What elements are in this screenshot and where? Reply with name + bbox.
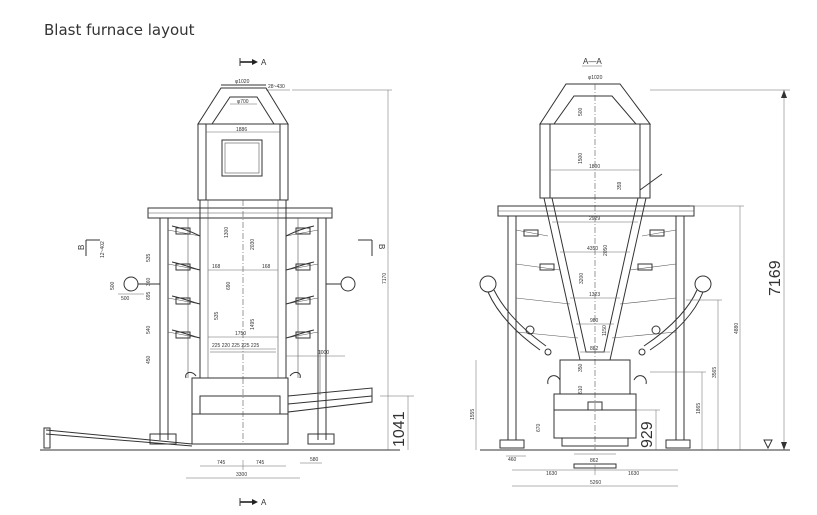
right-w1630b-label: 1630: [628, 471, 639, 477]
right-w460-label: 460: [508, 457, 517, 463]
right-h3200-label: 3200: [579, 273, 585, 284]
left-side-535-label: 535: [146, 253, 152, 262]
section-a-top-label: A: [261, 58, 267, 67]
left-tuyere-row-label: 225 220 225 225 225: [212, 343, 259, 349]
right-w4350-label: 4350: [587, 246, 598, 252]
left-h535-label: 535: [214, 311, 220, 320]
section-aa-label: A—A: [583, 57, 602, 66]
left-top-dia-label: φ1020: [235, 79, 250, 85]
right-h670-label: 670: [536, 423, 542, 432]
right-h3565-label: 3565: [712, 367, 718, 378]
diagram-title: Blast furnace layout: [44, 21, 195, 39]
left-h7170-label: 7170: [382, 273, 388, 284]
left-w3300-label: 3300: [236, 472, 247, 478]
left-h1495-label: 1495: [250, 319, 256, 330]
left-elevation-view: A φ1020 28~430 φ700 1886 1300 2030 168 1…: [40, 58, 414, 507]
right-w1800-label: 1800: [589, 164, 600, 170]
left-w580-label: 580: [310, 457, 319, 463]
right-w1630a-label: 1630: [546, 471, 557, 477]
left-w745b-label: 745: [256, 460, 265, 466]
right-h2050-label: 2050: [603, 245, 609, 256]
left-side-360-label: 360: [146, 277, 152, 286]
right-w882-label: 882: [590, 346, 599, 352]
left-side-540-label: 540: [146, 325, 152, 334]
right-top-dia-label: φ1020: [588, 75, 603, 81]
right-w5260-label: 5260: [590, 480, 601, 486]
left-h2030-label: 2030: [250, 239, 256, 250]
left-side-695-label: 695: [146, 291, 152, 300]
section-b-right-label: B: [377, 244, 386, 249]
left-w168b-label: 168: [262, 264, 271, 270]
right-h929-label: 929: [639, 421, 656, 448]
left-h1041-label: 1041: [391, 411, 408, 447]
right-w1323-label: 1323: [589, 292, 600, 298]
left-w168a-label: 168: [212, 264, 221, 270]
section-a-bottom-label: A: [261, 498, 267, 507]
left-offset-1000-label: 1000: [318, 350, 329, 356]
left-w500-label: 500: [121, 296, 130, 302]
right-w1150-label: 1150: [602, 325, 608, 336]
left-h1300-label: 1300: [224, 227, 230, 238]
left-w1750-label: 1750: [235, 331, 246, 337]
right-h7169-label: 7169: [767, 260, 784, 296]
right-w2929-label: 2929: [589, 216, 600, 222]
right-h4880-label: 4880: [734, 323, 740, 334]
section-b-left-label: B: [77, 245, 86, 250]
left-w745a-label: 745: [217, 460, 226, 466]
right-section-view: A—A φ1020 500 1500 1800 359 2929 4350 20…: [470, 57, 790, 487]
left-ring-label: 12~402: [100, 241, 106, 258]
left-top-side-label: 28~430: [268, 84, 285, 90]
left-h690-label: 690: [226, 281, 232, 290]
right-h1865-label: 1865: [696, 403, 702, 414]
right-h350-label: 350: [578, 363, 584, 372]
right-h1555-label: 1555: [470, 409, 476, 420]
right-w862-label: 862: [590, 458, 599, 464]
left-top-inner-label: φ700: [237, 99, 249, 105]
left-side-450-label: 450: [146, 355, 152, 364]
right-h610-label: 610: [578, 385, 584, 394]
right-h500-label: 500: [578, 107, 584, 116]
right-h359-label: 359: [617, 181, 623, 190]
left-upper-width-label: 1886: [236, 127, 247, 133]
left-hearth: 1000 745 745 580 3300 7170 1041: [40, 89, 414, 507]
right-w980-label: 980: [590, 318, 599, 324]
right-h1500-label: 1500: [578, 153, 584, 164]
left-h500-label: 500: [110, 281, 116, 290]
left-side-frame: 535 695 360 540 450 500 500 B 12~402 B: [77, 218, 386, 440]
